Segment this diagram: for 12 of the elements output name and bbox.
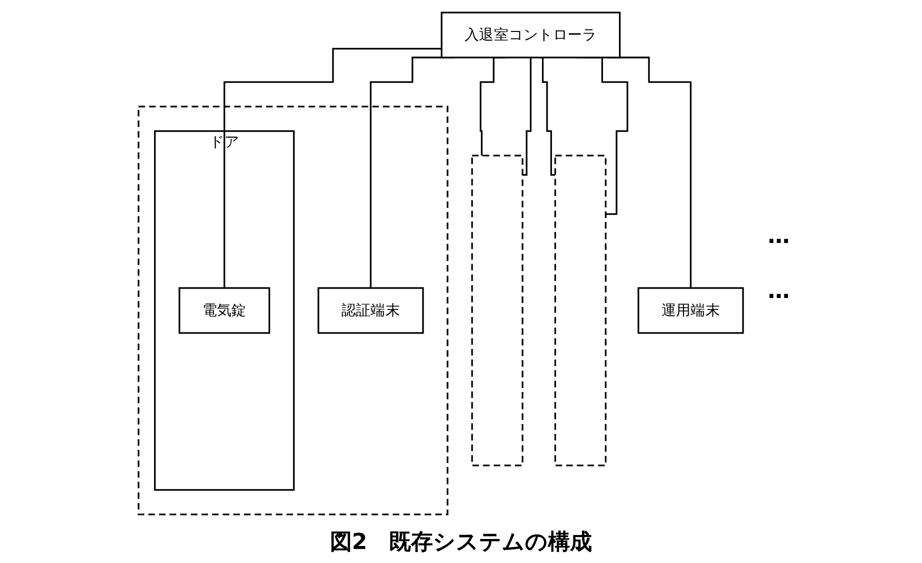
node-box: 電気錠: [178, 287, 270, 334]
node-box: [554, 154, 607, 466]
node-box: [471, 154, 524, 466]
figure-caption: 図2 既存システムの構成: [330, 529, 592, 557]
ellipsis-text: …: [768, 224, 790, 248]
node-box: 運用端末: [638, 287, 744, 334]
node-box: 入退室コントローラ: [441, 12, 621, 58]
connector: [522, 56, 532, 176]
ellipsis-text: …: [768, 278, 790, 304]
connector: [224, 48, 442, 289]
node-box: 認証端末: [318, 287, 424, 334]
cluster: [138, 106, 449, 516]
